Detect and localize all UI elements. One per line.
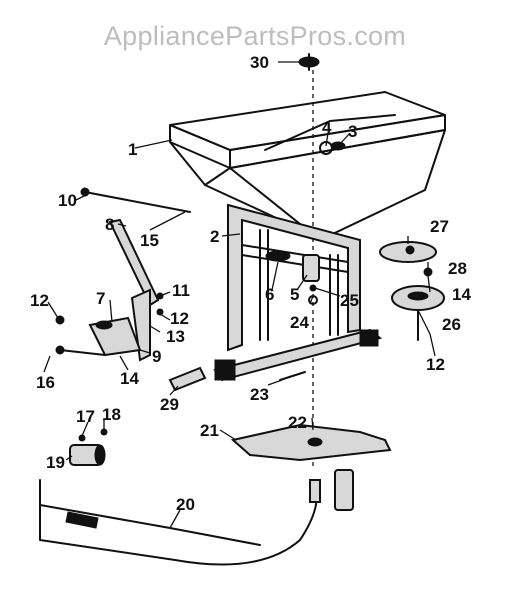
part-8-lever bbox=[108, 218, 160, 362]
label-2: 2 bbox=[210, 227, 219, 246]
label-3: 3 bbox=[348, 122, 357, 141]
axle bbox=[213, 328, 383, 382]
part-23-cotter bbox=[279, 371, 306, 381]
label-9: 9 bbox=[152, 347, 161, 366]
label-23: 23 bbox=[250, 385, 269, 404]
leader-lines bbox=[43, 61, 436, 529]
label-14-right: 14 bbox=[452, 285, 471, 304]
label-27: 27 bbox=[430, 217, 449, 236]
part-28-washer bbox=[423, 267, 433, 277]
label-22: 22 bbox=[288, 413, 307, 432]
part-26-disk bbox=[391, 285, 445, 341]
label-26: 26 bbox=[442, 315, 461, 334]
part-29-pin bbox=[168, 366, 207, 392]
label-13: 13 bbox=[166, 327, 185, 346]
part-10-rod bbox=[80, 187, 191, 213]
label-5: 5 bbox=[290, 285, 299, 304]
label-12-left: 12 bbox=[30, 291, 49, 310]
label-4: 4 bbox=[322, 118, 332, 137]
label-12-right: 12 bbox=[426, 355, 445, 374]
part-30-knob bbox=[298, 53, 320, 71]
label-30: 30 bbox=[250, 53, 269, 72]
label-28: 28 bbox=[448, 259, 467, 278]
part-21-plate bbox=[230, 423, 392, 462]
part-1-hopper bbox=[169, 91, 446, 241]
part-12-nut-right bbox=[156, 308, 164, 316]
part-16-shaft bbox=[59, 349, 106, 356]
label-17: 17 bbox=[76, 407, 95, 426]
part-number-labels: 30 1 4 3 10 15 8 2 27 28 14 26 12 11 12 … bbox=[30, 53, 471, 514]
label-21: 21 bbox=[200, 421, 219, 440]
label-24: 24 bbox=[290, 313, 309, 332]
label-11: 11 bbox=[172, 281, 190, 300]
part-7-bracket bbox=[88, 316, 142, 357]
part-27-spinner bbox=[379, 241, 437, 263]
label-6: 6 bbox=[265, 285, 274, 304]
label-20: 20 bbox=[176, 495, 195, 514]
label-10: 10 bbox=[58, 191, 77, 210]
watermark-text: AppliancePartsPros.com bbox=[104, 21, 406, 51]
label-15: 15 bbox=[140, 231, 159, 250]
part-5-6-agitator bbox=[265, 250, 320, 282]
label-8: 8 bbox=[105, 215, 114, 234]
label-19: 19 bbox=[46, 453, 65, 472]
label-7: 7 bbox=[96, 289, 105, 308]
label-25: 25 bbox=[340, 291, 359, 310]
part-20-cable bbox=[39, 469, 354, 566]
label-14-left: 14 bbox=[120, 369, 139, 388]
label-16: 16 bbox=[36, 373, 55, 392]
label-18: 18 bbox=[102, 405, 121, 424]
label-12-mid: 12 bbox=[170, 309, 189, 328]
label-1: 1 bbox=[128, 140, 137, 159]
label-29: 29 bbox=[160, 395, 179, 414]
part-19-bearing bbox=[69, 428, 108, 466]
part-2-frame bbox=[227, 203, 361, 352]
